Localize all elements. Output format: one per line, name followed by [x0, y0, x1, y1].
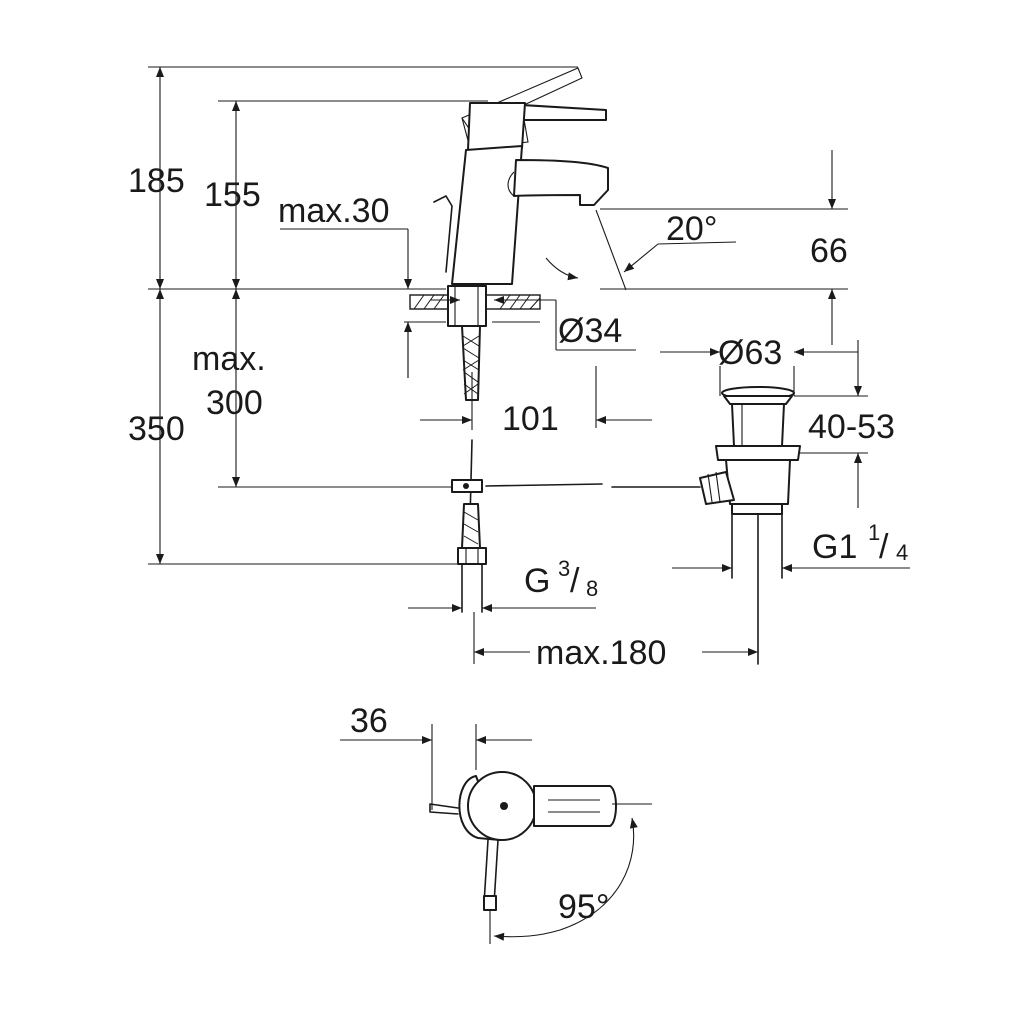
dim-101: 101: [502, 400, 559, 438]
dim-max300-line1: max.: [192, 340, 266, 378]
dim-g38-denominator: 8: [586, 576, 598, 601]
faucet-top-view: [340, 724, 652, 944]
waste-tail: [731, 503, 783, 515]
dim-g1-denominator: 4: [896, 540, 908, 565]
dim-max300-line2: 300: [206, 384, 263, 422]
waste-body: [731, 403, 785, 447]
faucet-spout: [513, 159, 609, 206]
popup-waste-assembly: [699, 386, 801, 665]
dim-g38-main: G: [524, 562, 550, 600]
lever-cap: [467, 102, 526, 151]
dimension-lines: [148, 66, 910, 664]
faucet-body: [451, 145, 523, 285]
dim-diameter-63: Ø63: [718, 334, 782, 372]
dim-diameter-34: Ø34: [558, 312, 622, 350]
dim-36: 36: [350, 702, 388, 740]
hose-connector-nut: [457, 547, 487, 565]
mounting-nut: [447, 285, 487, 327]
spout-joint: [507, 171, 515, 197]
dim-155: 155: [204, 176, 261, 214]
dim-g-three-eighths: G 3 / 8: [524, 556, 598, 601]
dim-66: 66: [810, 232, 848, 270]
top-lever: [533, 785, 617, 827]
faucet-front-view: [404, 67, 701, 613]
dim-350: 350: [128, 410, 185, 448]
dim-g38-slash: /: [570, 562, 580, 600]
lever-raised-outline: [461, 67, 583, 131]
dim-g1-slash: /: [879, 528, 889, 566]
dim-g38-numerator: 3: [558, 556, 570, 581]
dim-40-53: 40-53: [808, 408, 895, 446]
popup-rod-horizontal: [485, 483, 603, 487]
waste-locknut: [715, 445, 801, 461]
dim-angle-95: 95°: [558, 888, 609, 926]
dim-max30: max.30: [278, 192, 390, 230]
flex-hose-upper: [461, 325, 481, 401]
dim-185: 185: [128, 162, 185, 200]
popup-rod: [433, 195, 453, 273]
dim-max180: max.180: [536, 634, 666, 672]
dimension-labels: 185 155 max.30 20° 66 Ø34 Ø63 max. 300 3…: [128, 162, 908, 926]
dim-g1-numerator: 1: [868, 520, 880, 545]
flex-hose-lower: [457, 503, 487, 613]
dim-g1-quarter: G1 1 / 4: [812, 520, 908, 566]
dim-g1-main: G1: [812, 528, 857, 566]
dim-angle-20: 20°: [666, 210, 717, 248]
